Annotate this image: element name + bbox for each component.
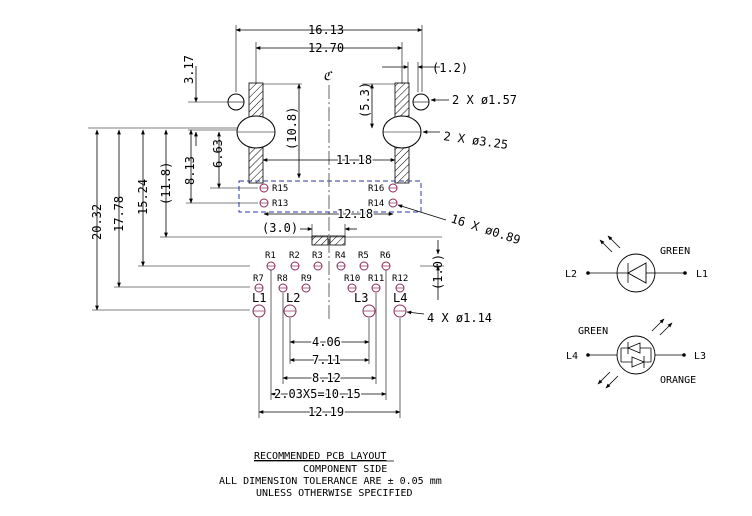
dim-1-0: (1.0) <box>431 254 445 290</box>
pad-r13: R13 <box>272 199 288 209</box>
pad-row-r1-r6: R1 R2 R3 R4 R5 R6 <box>265 251 391 271</box>
dim-6-63: 6.63 <box>211 139 225 168</box>
led1-l1-label: L1 <box>696 269 708 280</box>
pad-r9: R9 <box>301 274 312 284</box>
dim-4-06: 4.06 <box>312 335 341 349</box>
led2-l4-label: L4 <box>566 351 578 362</box>
dim-17-78: 17.78 <box>112 196 126 232</box>
dim-15-24: 15.24 <box>136 179 150 215</box>
notes-line4: UNLESS OTHERWISE SPECIFIED <box>256 488 413 499</box>
dim-11-8: (11.8) <box>159 162 173 205</box>
callout-pad-4: 4 X ø1.14 <box>427 311 492 325</box>
pad-l2: L2 <box>286 291 300 305</box>
notes-block: RECOMMENDED PCB LAYOUT COMPONENT SIDE AL… <box>219 451 442 499</box>
pad-r11: R11 <box>368 274 384 284</box>
dim-10-8: (10.8) <box>285 107 299 150</box>
led1-l2-label: L2 <box>565 269 577 280</box>
centerline-symbol: ℭ <box>323 69 333 83</box>
dim-16-13: 16.13 <box>308 23 344 37</box>
led2-orange-label: ORANGE <box>660 375 696 386</box>
led2-l3-label: L3 <box>694 351 706 362</box>
dim-3-17: 3.17 <box>182 55 196 84</box>
dim-1-2: (1.2) <box>432 61 468 75</box>
pad-r16: R16 <box>368 184 384 194</box>
pad-r14: R14 <box>368 199 384 209</box>
pad-row-r7-r12: R7 R8 R9 R10 R11 R12 <box>253 274 408 293</box>
led1-green-label: GREEN <box>660 246 690 257</box>
upper-pads: R15 R16 R13 R14 <box>259 183 398 209</box>
led2-green-label: GREEN <box>578 326 608 337</box>
notes-title: RECOMMENDED PCB LAYOUT <box>254 451 386 462</box>
led-symbol-bicolor: GREEN L4 L3 ORANGE <box>566 318 706 389</box>
component-outline <box>238 180 422 213</box>
pad-r3: R3 <box>312 251 323 261</box>
pad-r8: R8 <box>277 274 288 284</box>
pad-l1: L1 <box>252 291 266 305</box>
pad-r10: R10 <box>344 274 360 284</box>
dim-12-70: 12.70 <box>308 41 344 55</box>
pad-r5: R5 <box>358 251 369 261</box>
pad-r12: R12 <box>392 274 408 284</box>
led-symbol-green: GREEN L2 L1 <box>565 235 708 293</box>
pad-r4: R4 <box>335 251 346 261</box>
notes-line2: COMPONENT SIDE <box>303 464 387 475</box>
pad-r7: R7 <box>253 274 264 284</box>
callout-pad-16: 16 X ø0.89 <box>449 212 522 248</box>
dim-5-3: (5.3) <box>358 82 372 118</box>
pad-r6: R6 <box>380 251 391 261</box>
dim-12-19: 12.19 <box>308 405 344 419</box>
dim-pitch: 2.03X5=10.15 <box>274 387 361 401</box>
pad-l4: L4 <box>393 291 407 305</box>
dim-12-18: 12.18 <box>337 207 373 221</box>
dim-8-13: 8.13 <box>183 156 197 185</box>
dim-3-0: (3.0) <box>262 221 298 235</box>
notes-line3: ALL DIMENSION TOLERANCE ARE ± 0.05 mm <box>219 476 442 487</box>
callout-small-holes: 2 X ø1.57 <box>452 93 517 107</box>
callout-large-holes: 2 X ø3.25 <box>443 129 509 152</box>
dim-11-18: 11.18 <box>336 153 372 167</box>
dim-20-32: 20.32 <box>90 204 104 240</box>
pad-r15: R15 <box>272 184 288 194</box>
dim-7-11: 7.11 <box>312 353 341 367</box>
pad-r1: R1 <box>265 251 276 261</box>
dim-8-12: 8.12 <box>312 371 341 385</box>
pad-l3: L3 <box>354 291 368 305</box>
led-pads: L1 L2 L3 L4 <box>252 291 407 318</box>
pad-r2: R2 <box>289 251 300 261</box>
